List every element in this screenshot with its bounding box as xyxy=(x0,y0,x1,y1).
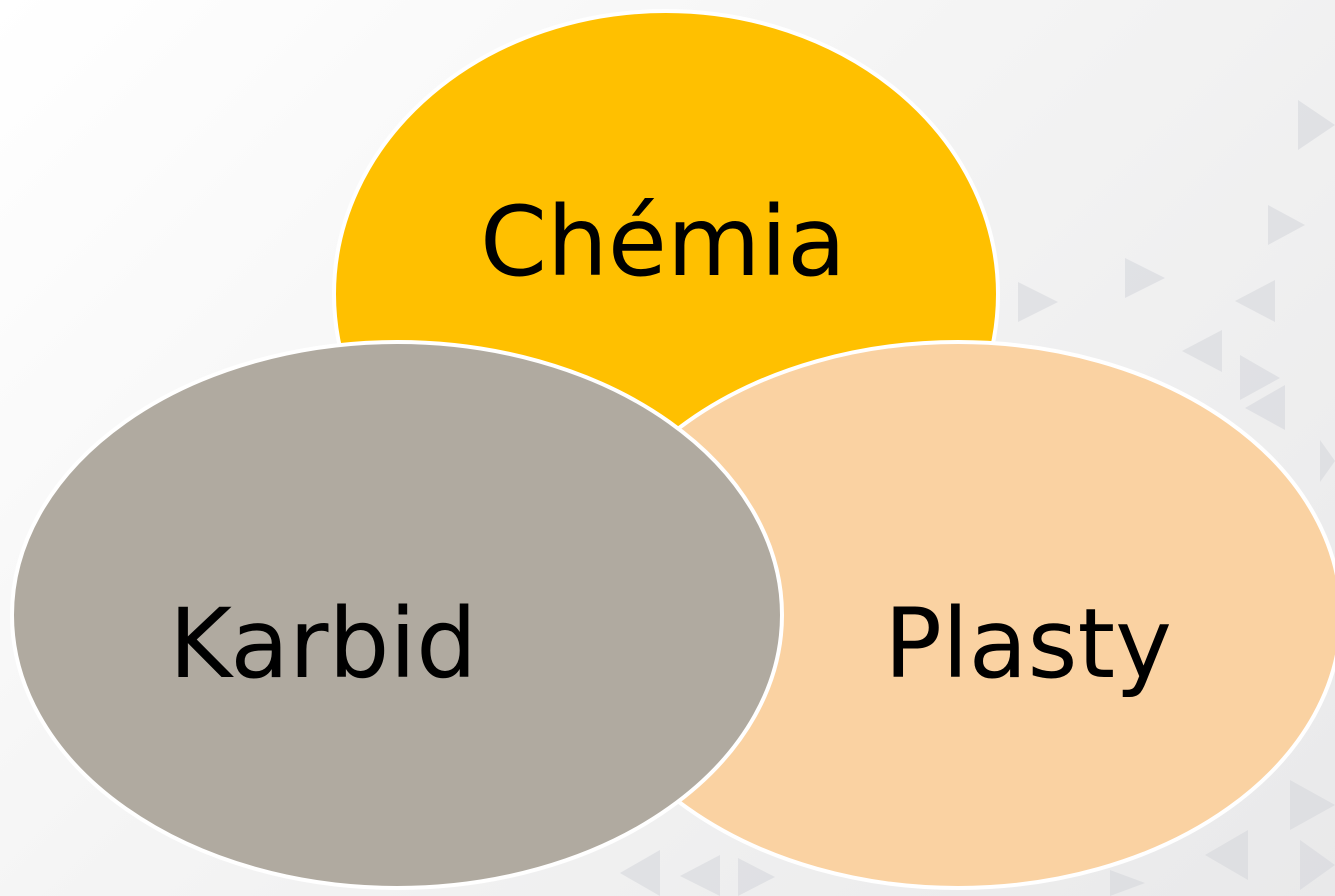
background-triangle-pattern xyxy=(620,100,1335,896)
chemia-label: Chémia xyxy=(480,186,846,298)
plasty-label: Plasty xyxy=(884,588,1172,700)
karbid-label: Karbid xyxy=(169,588,477,700)
karbid-ellipse xyxy=(10,340,784,890)
